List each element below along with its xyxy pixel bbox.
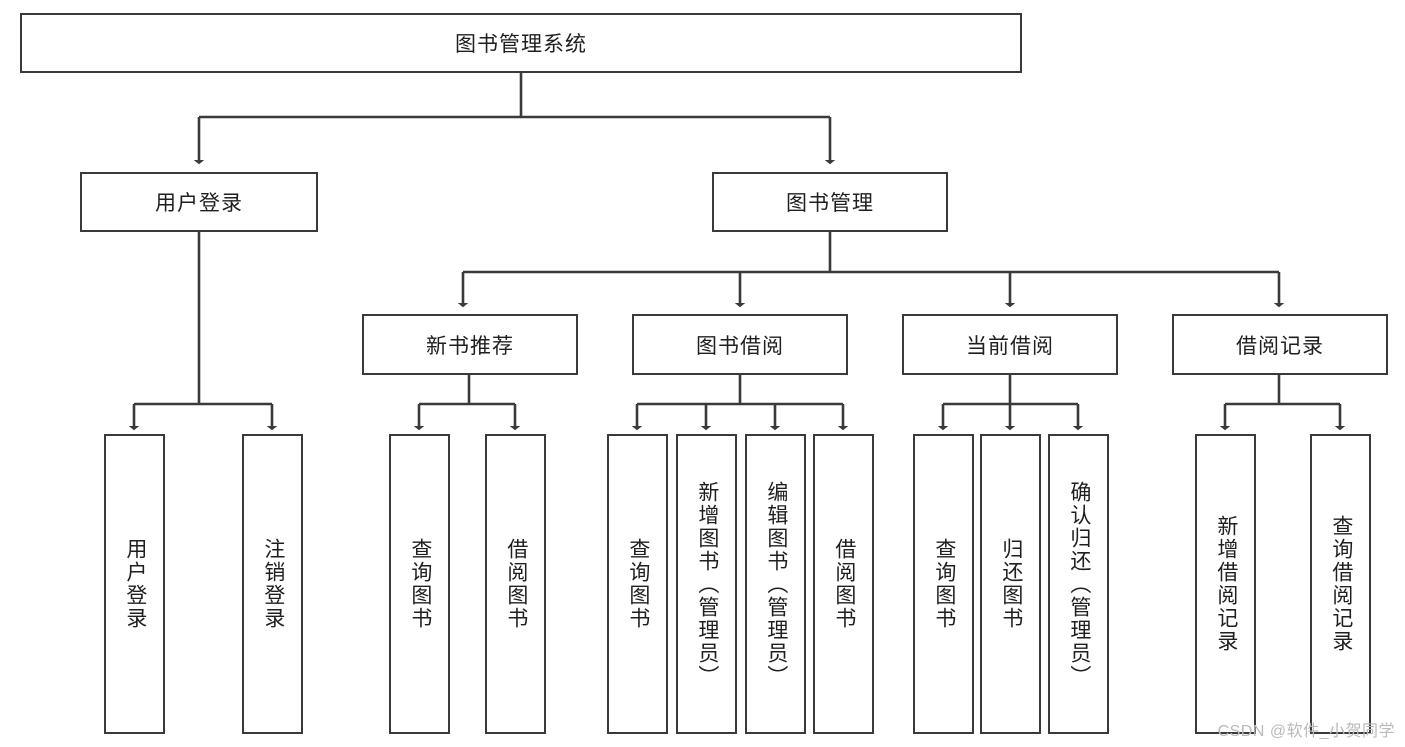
leaf-new-book-borrow[interactable]: 借阅图书 xyxy=(485,434,546,734)
leaf-records-query-record[interactable]: 查询借阅记录 xyxy=(1310,434,1371,734)
node-label: 查询图书 xyxy=(932,538,956,630)
node-label: 图书管理 xyxy=(786,192,874,215)
node-label: 查询图书 xyxy=(626,538,650,630)
leaf-current-query-book[interactable]: 查询图书 xyxy=(913,434,974,734)
node-label: 用户登录 xyxy=(155,192,243,215)
leaf-borrow-edit-book-admin[interactable]: 编辑图书（管理员） xyxy=(745,434,806,734)
node-label: 编辑图书（管理员） xyxy=(764,480,788,688)
node-label: 确认归还（管理员） xyxy=(1067,480,1091,688)
node-book-management[interactable]: 图书管理 xyxy=(712,172,948,232)
node-user-login[interactable]: 用户登录 xyxy=(80,172,318,232)
node-label: 查询借阅记录 xyxy=(1329,515,1353,653)
node-root-system[interactable]: 图书管理系统 xyxy=(20,13,1022,73)
leaf-current-return-book[interactable]: 归还图书 xyxy=(980,434,1041,734)
node-label: 图书管理系统 xyxy=(455,33,587,56)
watermark-text: CSDN @软件_小贺同学 xyxy=(1217,723,1395,740)
leaf-borrow-add-book-admin[interactable]: 新增图书（管理员） xyxy=(676,434,737,734)
leaf-borrow-borrow-book[interactable]: 借阅图书 xyxy=(813,434,874,734)
leaf-user-login-logout[interactable]: 注销登录 xyxy=(242,434,303,734)
leaf-records-add-record[interactable]: 新增借阅记录 xyxy=(1195,434,1256,734)
node-label: 借阅图书 xyxy=(504,538,528,630)
node-label: 新增图书（管理员） xyxy=(695,480,719,688)
node-label: 用户登录 xyxy=(123,538,147,630)
node-label: 查询图书 xyxy=(408,538,432,630)
leaf-current-confirm-return-admin[interactable]: 确认归还（管理员） xyxy=(1048,434,1109,734)
node-current-borrow[interactable]: 当前借阅 xyxy=(902,314,1118,375)
node-label: 新增借阅记录 xyxy=(1214,515,1238,653)
node-label: 借阅记录 xyxy=(1236,334,1324,358)
node-book-borrow[interactable]: 图书借阅 xyxy=(632,314,848,375)
node-label: 借阅图书 xyxy=(832,538,856,630)
node-label: 注销登录 xyxy=(261,538,285,630)
leaf-new-book-query[interactable]: 查询图书 xyxy=(389,434,450,734)
leaf-user-login-login[interactable]: 用户登录 xyxy=(104,434,165,734)
leaf-borrow-query-book[interactable]: 查询图书 xyxy=(607,434,668,734)
node-new-book-recommend[interactable]: 新书推荐 xyxy=(362,314,578,375)
node-label: 当前借阅 xyxy=(966,334,1054,358)
node-borrow-records[interactable]: 借阅记录 xyxy=(1172,314,1388,375)
node-label: 图书借阅 xyxy=(696,334,784,358)
node-label: 归还图书 xyxy=(999,538,1023,630)
node-label: 新书推荐 xyxy=(426,334,514,358)
